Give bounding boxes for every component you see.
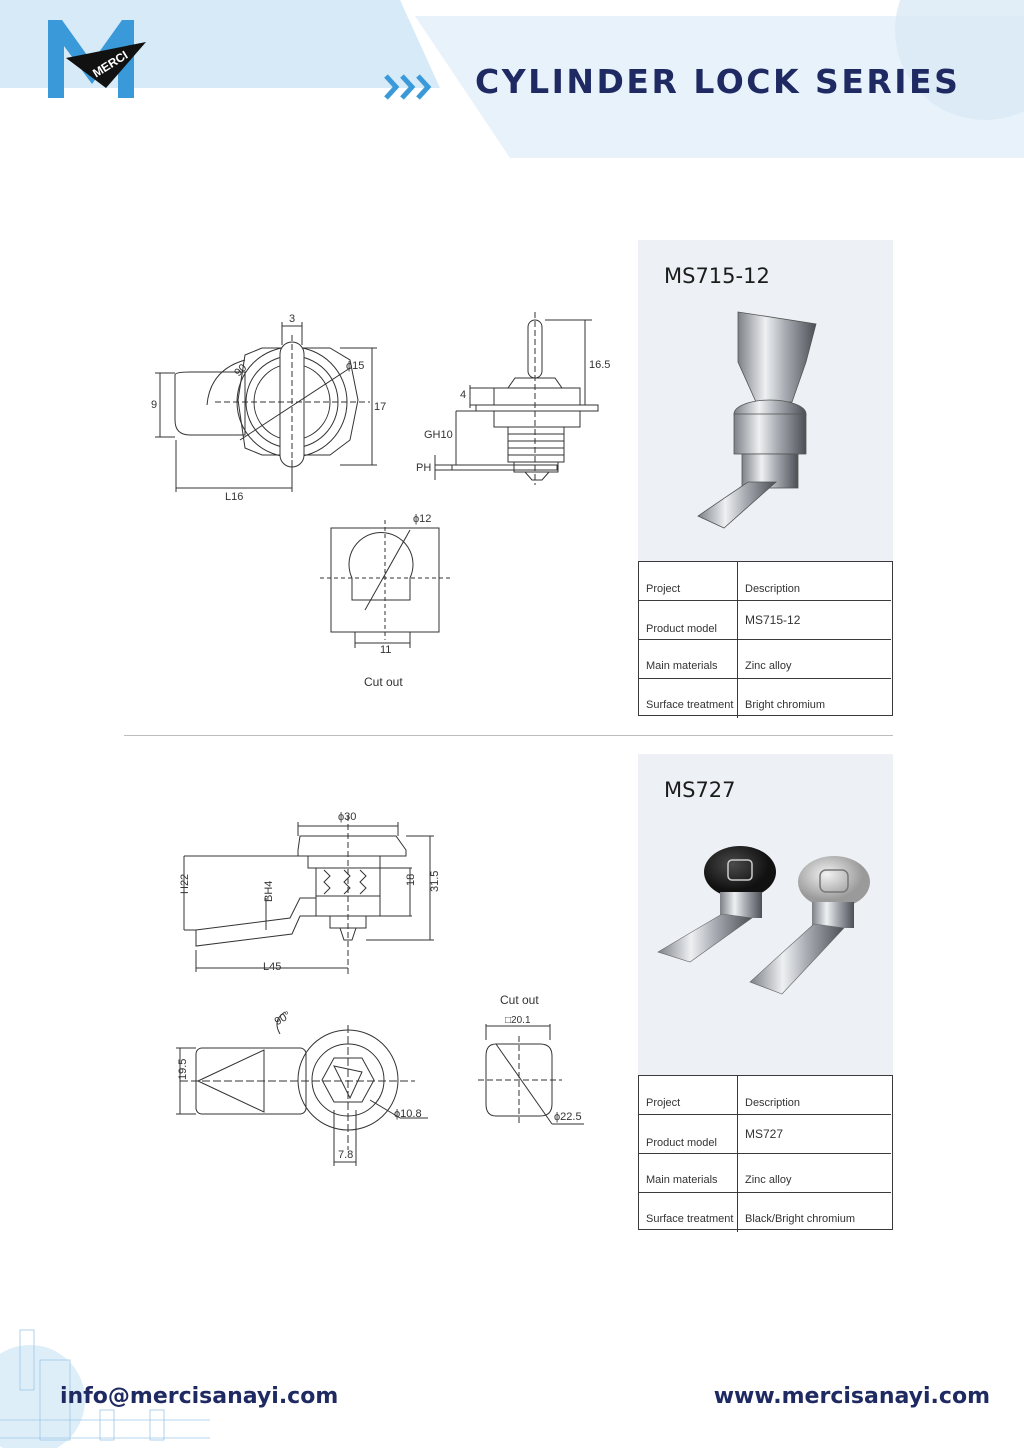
- ms715-technical-drawing: 3 90 ϕ15 9 17 L16 16.5 4 GH10 PH ϕ12 11 …: [151, 312, 610, 689]
- spec-row: Surface treatment Black/Bright chromium: [639, 1193, 891, 1232]
- dim-31-5: 31.5: [429, 871, 441, 892]
- spec-header-value: Description: [745, 583, 801, 595]
- dim-gh10: GH10: [424, 429, 453, 441]
- section-divider: [124, 735, 893, 736]
- ms727-technical-drawing: ϕ30 H22 BH4 18 31.5 L45 19.5 90° ϕ10.8 7…: [176, 811, 584, 1166]
- spec-row: Main materials Zinc alloy: [639, 1154, 891, 1193]
- spec-divider: [737, 1193, 739, 1232]
- spec-row: Product model MS715-12: [639, 601, 891, 640]
- ms727-spec-table: Project Description Product model MS727 …: [638, 1075, 893, 1232]
- dim-h22: H22: [179, 874, 191, 894]
- page-title: CYLINDER LOCK SERIES: [475, 62, 961, 101]
- dim-bh4: BH4: [263, 881, 275, 902]
- ms715-product-photo: [697, 311, 817, 529]
- ms715-spec-table: Project Description Product model MS715-…: [638, 561, 893, 718]
- dim-90: 90: [232, 362, 249, 379]
- dim-4: 4: [460, 389, 466, 401]
- spec-value: Bright chromium: [745, 699, 826, 711]
- dim-phi22-5: ϕ22.5: [554, 1111, 582, 1123]
- dim-17: 17: [374, 401, 386, 413]
- cutout-label: Cut out: [500, 993, 539, 1007]
- spec-divider: [737, 562, 739, 600]
- spec-header-key: Project: [646, 583, 681, 595]
- spec-row: Main materials Zinc alloy: [639, 640, 891, 679]
- dim-11: 11: [380, 644, 391, 656]
- spec-value: MS715-12: [745, 613, 801, 627]
- dim-18: 18: [405, 874, 417, 886]
- spec-value: Zinc alloy: [745, 660, 792, 672]
- dim-7-8: 7.8: [338, 1149, 353, 1161]
- ms715-product-panel: MS715-12: [638, 240, 893, 562]
- spec-value: Zinc alloy: [745, 1174, 792, 1186]
- spec-header-value: Description: [745, 1097, 801, 1109]
- dim-sq20-1: □20.1: [505, 1015, 531, 1026]
- spec-key: Surface treatment: [646, 1213, 734, 1225]
- spec-key: Main materials: [646, 660, 718, 672]
- spec-divider: [737, 601, 739, 639]
- header-banner: [0, 0, 1024, 160]
- ms727-product-panel: MS727: [638, 754, 893, 1076]
- website-link[interactable]: www.mercisanayi.com: [713, 1384, 990, 1409]
- dim-phi10-8: ϕ10.8: [394, 1108, 422, 1120]
- spec-value: Black/Bright chromium: [745, 1213, 856, 1225]
- dim-9: 9: [151, 399, 157, 411]
- spec-header-row: Project Description: [639, 1076, 891, 1115]
- spec-divider: [737, 640, 739, 678]
- chevrons-icon: [384, 74, 432, 100]
- ms727-product-photo: [657, 846, 870, 995]
- dim-3: 3: [289, 313, 295, 325]
- contact-email[interactable]: info@mercisanayi.com: [60, 1384, 339, 1409]
- spec-key: Product model: [646, 623, 717, 635]
- dim-90-deg: 90°: [273, 1009, 293, 1028]
- dim-phi12: ϕ12: [413, 513, 431, 525]
- spec-divider: [737, 1115, 739, 1153]
- dim-l16: L16: [225, 491, 243, 503]
- dim-19-5: 19.5: [177, 1059, 189, 1080]
- spec-key: Main materials: [646, 1174, 718, 1186]
- spec-value: MS727: [745, 1127, 784, 1141]
- spec-row: Product model MS727: [639, 1115, 891, 1154]
- spec-key: Surface treatment: [646, 699, 734, 711]
- cutout-label: Cut out: [364, 675, 403, 689]
- spec-divider: [737, 679, 739, 718]
- spec-divider: [737, 1076, 739, 1114]
- product-title: MS715-12: [664, 264, 770, 288]
- merci-logo: MERCI: [48, 20, 146, 98]
- dim-ph: PH: [416, 462, 431, 474]
- spec-row: Surface treatment Bright chromium: [639, 679, 891, 718]
- dim-phi15: ϕ15: [346, 360, 364, 372]
- dim-16-5: 16.5: [589, 359, 610, 371]
- footer-decoration: [0, 1329, 210, 1448]
- spec-header-key: Project: [646, 1097, 681, 1109]
- spec-header-row: Project Description: [639, 562, 891, 601]
- spec-key: Product model: [646, 1137, 717, 1149]
- product-title: MS727: [664, 778, 736, 802]
- spec-divider: [737, 1154, 739, 1192]
- dim-phi30: ϕ30: [338, 811, 356, 823]
- dim-l45: L45: [263, 961, 281, 973]
